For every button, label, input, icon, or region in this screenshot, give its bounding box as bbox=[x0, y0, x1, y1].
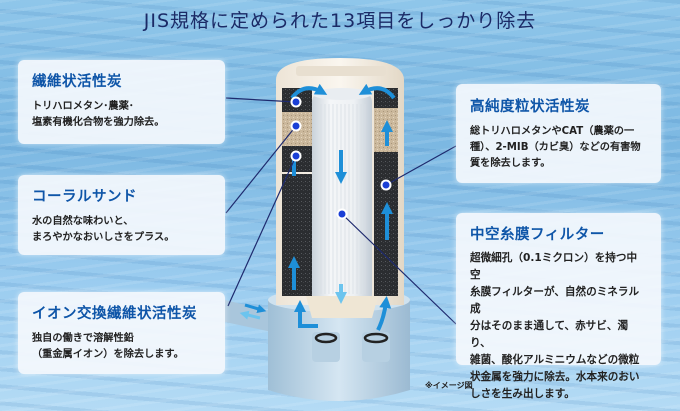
card-fiber-activated-carbon: 繊維状活性炭 トリハロメタン･農薬･ 塩素有機化合物を強力除去。 bbox=[18, 60, 225, 144]
description-line: トリハロメタン･農薬･ bbox=[32, 101, 134, 112]
card-coral-sand: コーラルサンド 水の自然な味わいと、 まろやかなおいしさをプラス。 bbox=[18, 175, 225, 255]
description-line: （重金属イオン）を除去します。 bbox=[32, 349, 184, 360]
card-description: 独自の働きで溶解性鉛 （重金属イオン）を除去します。 bbox=[32, 331, 211, 363]
card-description: 総トリハロメタンやCAT（農薬の一 種）、2-MIB（カビ臭）などの有害物 質を… bbox=[470, 124, 647, 172]
card-description: 水の自然な味わいと、 まろやかなおいしさをプラス。 bbox=[32, 214, 211, 246]
card-heading: 中空糸膜フィルター bbox=[470, 227, 605, 243]
description-line: 総トリハロメタンやCAT（農薬の一 bbox=[470, 126, 635, 137]
card-high-purity-granular-carbon: 高純度粒状活性炭 総トリハロメタンやCAT（農薬の一 種）、2-MIB（カビ臭）… bbox=[456, 84, 661, 183]
description-line: 雑菌、酸化アルミニウムなどの微粒 bbox=[470, 354, 640, 366]
description-line: 超微細孔（0.1ミクロン）を持つ中空 bbox=[470, 252, 638, 281]
description-line: 糸膜フィルターが、自然のミネラル成 bbox=[470, 286, 640, 315]
description-line: 独自の働きで溶解性鉛 bbox=[32, 333, 134, 344]
description-line: しさを生み出します。 bbox=[470, 388, 575, 400]
page-title: JIS規格に定められた13項目をしっかり除去 bbox=[143, 10, 537, 32]
card-heading: イオン交換繊維状活性炭 bbox=[32, 306, 197, 322]
leader-lines bbox=[225, 97, 457, 325]
card-description: 超微細孔（0.1ミクロン）を持つ中空 糸膜フィルターが、自然のミネラル成 分はそ… bbox=[470, 250, 647, 403]
image-note: ※イメージ図 bbox=[425, 381, 473, 390]
description-line: 質を除去します。 bbox=[470, 158, 551, 169]
description-line: 分はそのまま通して、赤サビ、濁り、 bbox=[470, 320, 629, 349]
description-line: 状金属を強力に除去。水本来のおい bbox=[470, 371, 640, 383]
card-hollow-fiber-membrane-filter: 中空糸膜フィルター 超微細孔（0.1ミクロン）を持つ中空 糸膜フィルターが、自然… bbox=[456, 213, 661, 400]
description-line: 水の自然な味わいと、 bbox=[32, 216, 134, 227]
description-line: 種）、2-MIB（カビ臭）などの有害物 bbox=[470, 142, 641, 153]
blue-dot-marker-icon bbox=[290, 96, 392, 220]
card-heading: コーラルサンド bbox=[32, 189, 137, 205]
card-heading: 繊維状活性炭 bbox=[32, 74, 122, 90]
hollow-fiber-membrane bbox=[306, 88, 378, 318]
card-description: トリハロメタン･農薬･ 塩素有機化合物を強力除去。 bbox=[32, 99, 211, 131]
description-line: まろやかなおいしさをプラス。 bbox=[32, 232, 175, 243]
card-heading: 高純度粒状活性炭 bbox=[470, 99, 590, 115]
left-filter-layers bbox=[282, 88, 312, 296]
water-flow-arrow-icon bbox=[288, 83, 396, 331]
card-ion-exchange-fiber-carbon: イオン交換繊維状活性炭 独自の働きで溶解性鉛 （重金属イオン）を除去します。 bbox=[18, 292, 225, 374]
description-line: 塩素有機化合物を強力除去。 bbox=[32, 117, 165, 128]
